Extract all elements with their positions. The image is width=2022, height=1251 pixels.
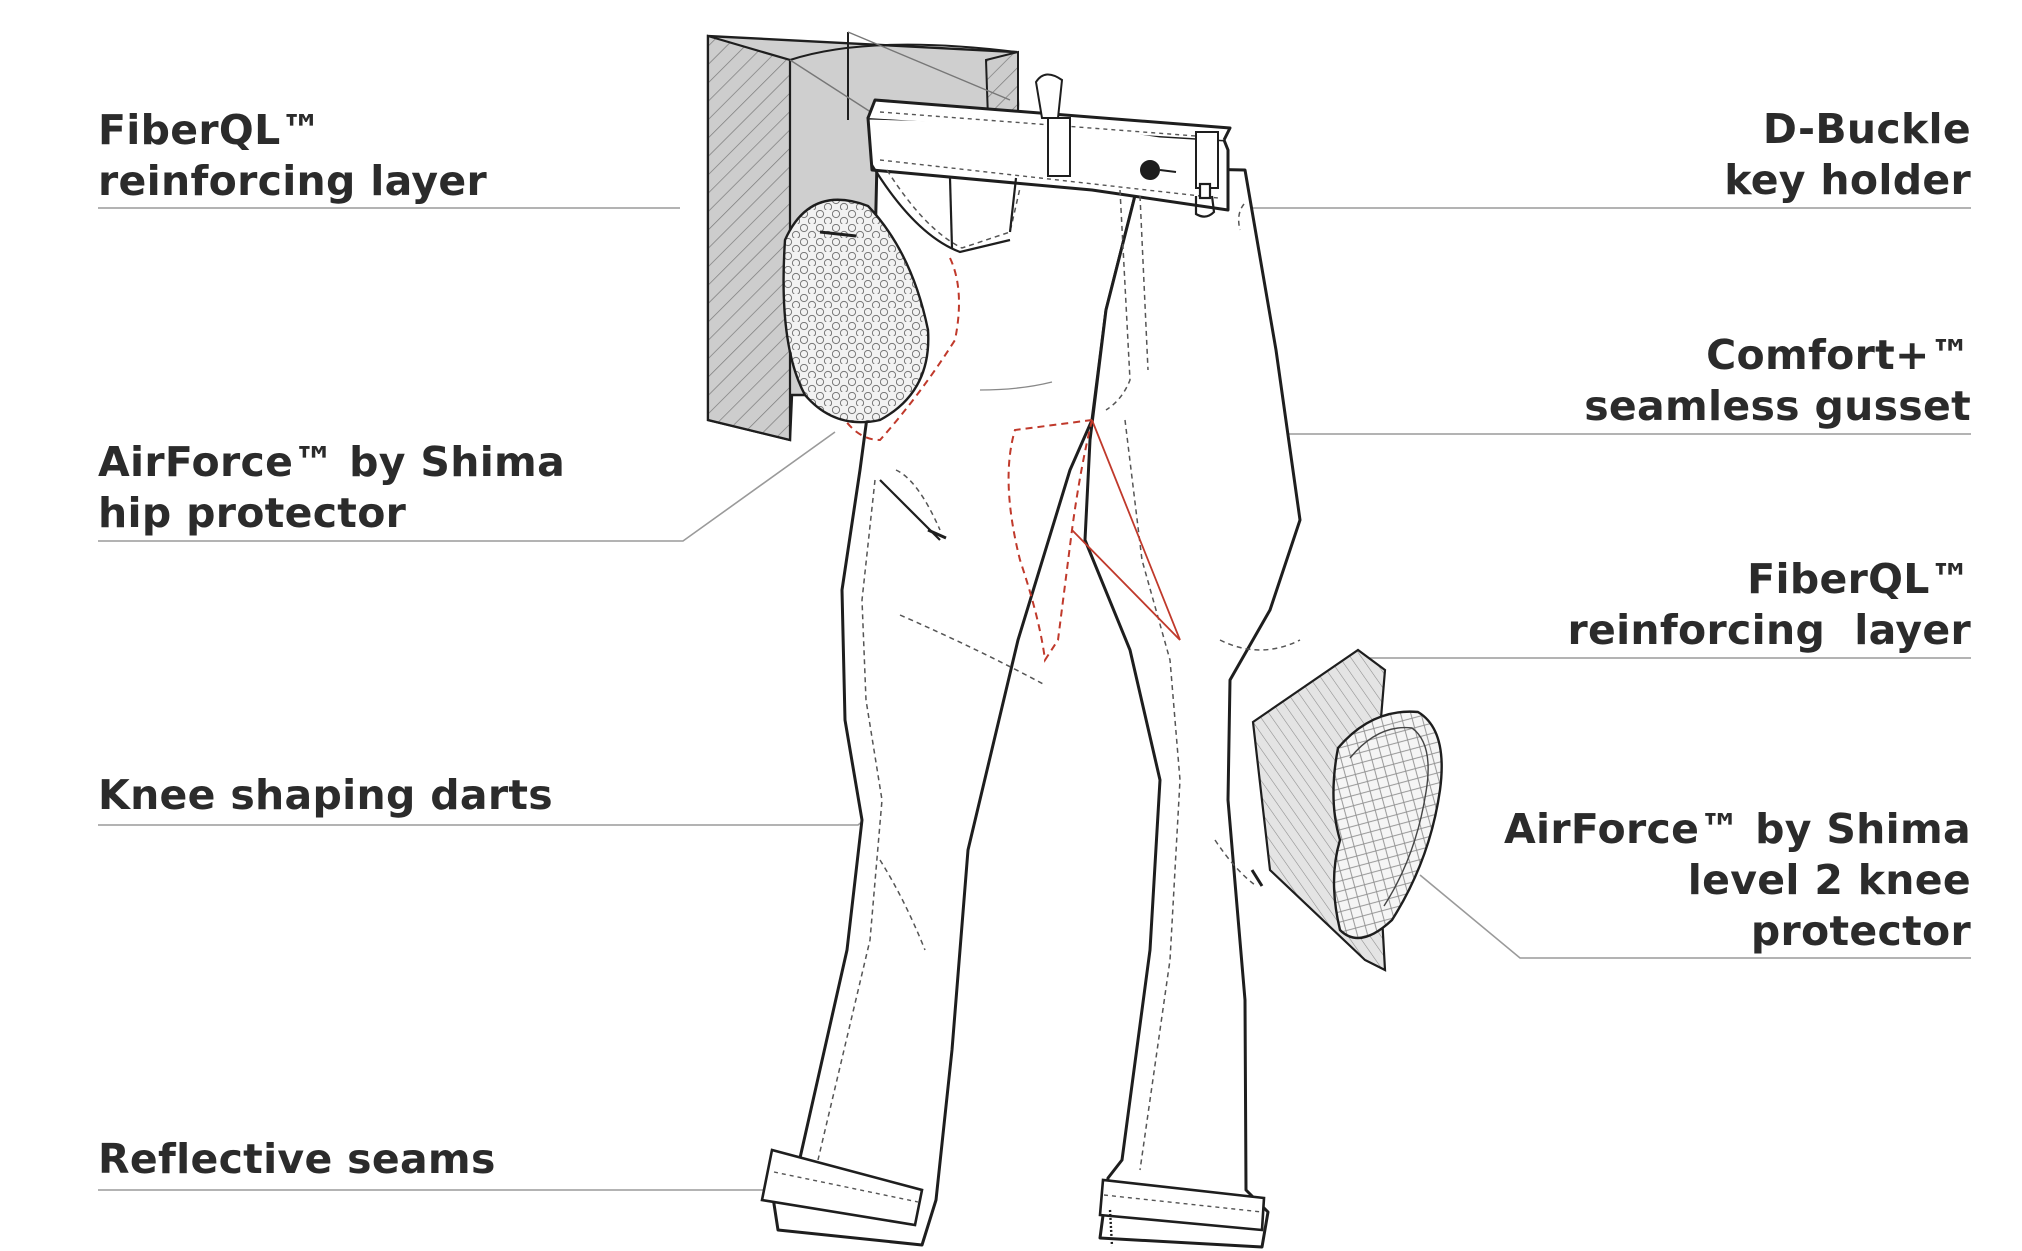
callout-airforce-knee-line2: level 2 knee xyxy=(1687,856,1971,904)
comfort-gusset xyxy=(844,257,1094,663)
callout-dbuckle-line1: D-Buckle xyxy=(1762,105,1971,153)
callout-knee-darts: Knee shaping darts xyxy=(98,770,553,821)
hip-protector xyxy=(782,198,930,424)
callout-dbuckle: D-Buckle key holder xyxy=(1724,104,1971,206)
callout-knee-darts-line1: Knee shaping darts xyxy=(98,771,553,819)
callout-fiberql-knee: FiberQL™ reinforcing layer xyxy=(1567,554,1971,656)
callout-comfort-line1: Comfort+™ xyxy=(1706,331,1971,379)
callout-dbuckle-line2: key holder xyxy=(1724,156,1971,204)
callout-comfort-gusset: Comfort+™ seamless gusset xyxy=(1584,330,1971,432)
stitching xyxy=(817,169,1301,1171)
callout-airforce-hip-line2: hip protector xyxy=(98,489,407,537)
d-buckle-icon xyxy=(1194,182,1216,218)
callout-reflective-line1: Reflective seams xyxy=(98,1135,496,1183)
knee-protector xyxy=(1332,710,1443,940)
callout-airforce-knee-line3: protector xyxy=(1750,907,1971,955)
callout-airforce-hip: AirForce™ by Shima hip protector xyxy=(98,437,565,539)
leader-airforce-knee xyxy=(1419,874,1971,959)
callout-fiberql-knee-line2: reinforcing layer xyxy=(1567,606,1971,654)
callout-fiberql-top-line2: reinforcing layer xyxy=(98,157,487,205)
callout-comfort-line2: seamless gusset xyxy=(1584,382,1971,430)
callout-fiberql-top-line1: FiberQL™ xyxy=(98,106,322,154)
waistband-details xyxy=(874,73,1231,199)
zip-pull-icons xyxy=(927,528,1264,887)
callout-fiberql-knee-line1: FiberQL™ xyxy=(1747,555,1971,603)
cuff-stitches xyxy=(773,1171,1263,1247)
gusset-seams xyxy=(1071,419,1181,641)
cuffs xyxy=(760,1148,1266,1232)
callout-fiberql-top: FiberQL™ reinforcing layer xyxy=(98,105,487,207)
callout-reflective-seams: Reflective seams xyxy=(98,1134,496,1185)
leader-airforce-hip xyxy=(98,431,836,542)
callout-airforce-knee-line1: AirForce™ by Shima xyxy=(1503,805,1971,853)
callout-airforce-hip-line1: AirForce™ by Shima xyxy=(98,438,566,486)
callout-airforce-knee: AirForce™ by Shima level 2 knee protecto… xyxy=(1504,804,1971,957)
